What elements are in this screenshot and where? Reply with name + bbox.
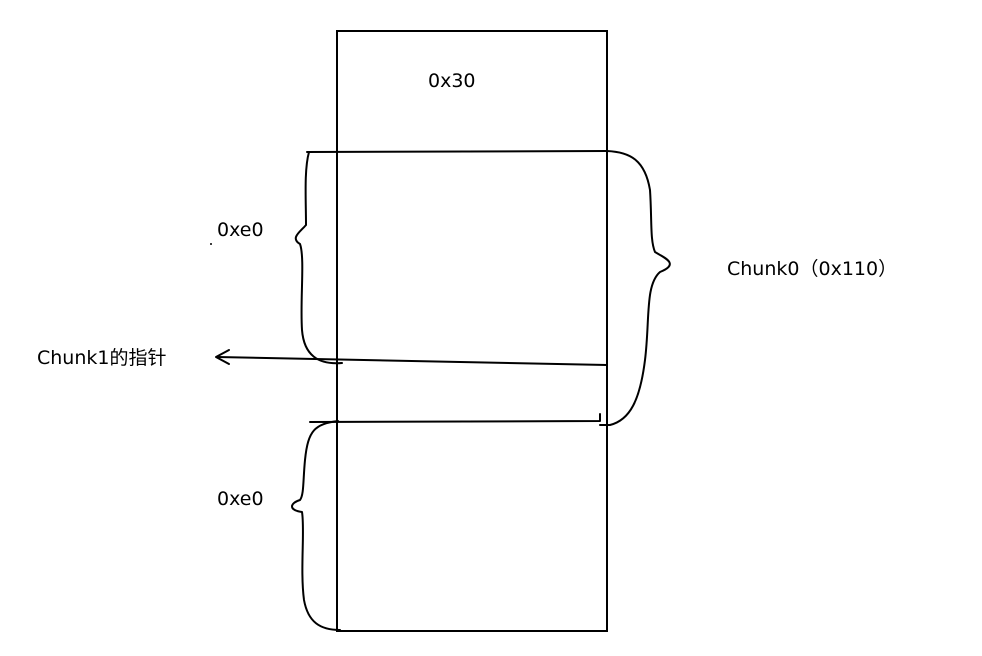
top-block-label: 0x30 (428, 70, 476, 92)
chunk0-right-brace (599, 150, 671, 426)
upper-left-brace (294, 151, 343, 365)
chunk1-top-divider (309, 413, 601, 423)
arrow-head-icon (215, 349, 230, 365)
lower-size-label: 0xe0 (217, 488, 264, 510)
chunk0-label: Chunk0（0x110） (727, 258, 897, 280)
chunk1-pointer-label: Chunk1的指针 (37, 347, 166, 369)
pointer-arrow-line (216, 356, 608, 366)
chunk0-top-divider (306, 150, 608, 153)
memory-block-outline (336, 30, 608, 632)
upper-size-label: 0xe0 (217, 219, 264, 241)
lower-left-brace (291, 420, 341, 631)
stray-dot (210, 243, 212, 245)
